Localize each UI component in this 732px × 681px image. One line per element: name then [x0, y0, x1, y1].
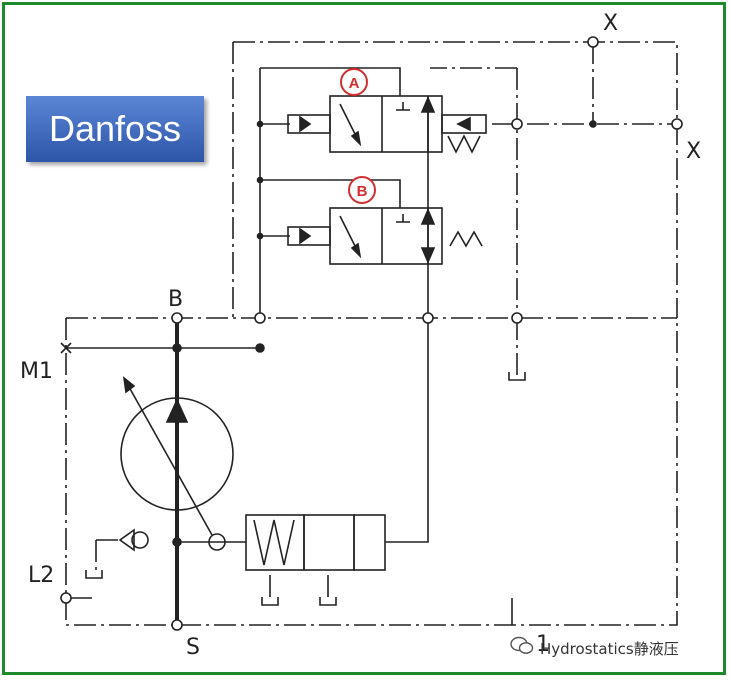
danfoss-logo: Danfoss — [26, 96, 204, 162]
port-l1-label: 1 — [536, 632, 550, 657]
boundary-lines — [65, 41, 678, 626]
port-m1-label: M1 — [20, 359, 53, 384]
valve-marker-a: A — [340, 68, 368, 96]
port-s-label: S — [186, 635, 200, 660]
port-x-right-label: X — [686, 139, 701, 164]
valve-marker-b: B — [348, 176, 376, 204]
port-x-top-label: X — [603, 11, 618, 36]
wechat-icon — [510, 636, 534, 660]
svg-text:B: B — [357, 183, 368, 200]
watermark-text: Hydrostatics静液压 — [540, 639, 679, 658]
green-border-frame — [2, 2, 726, 675]
port-l2-label: L2 — [28, 563, 54, 588]
svg-text:A: A — [349, 75, 360, 92]
port-b-label: B — [168, 287, 183, 312]
watermark: Hydrostatics静液压 — [510, 636, 679, 660]
